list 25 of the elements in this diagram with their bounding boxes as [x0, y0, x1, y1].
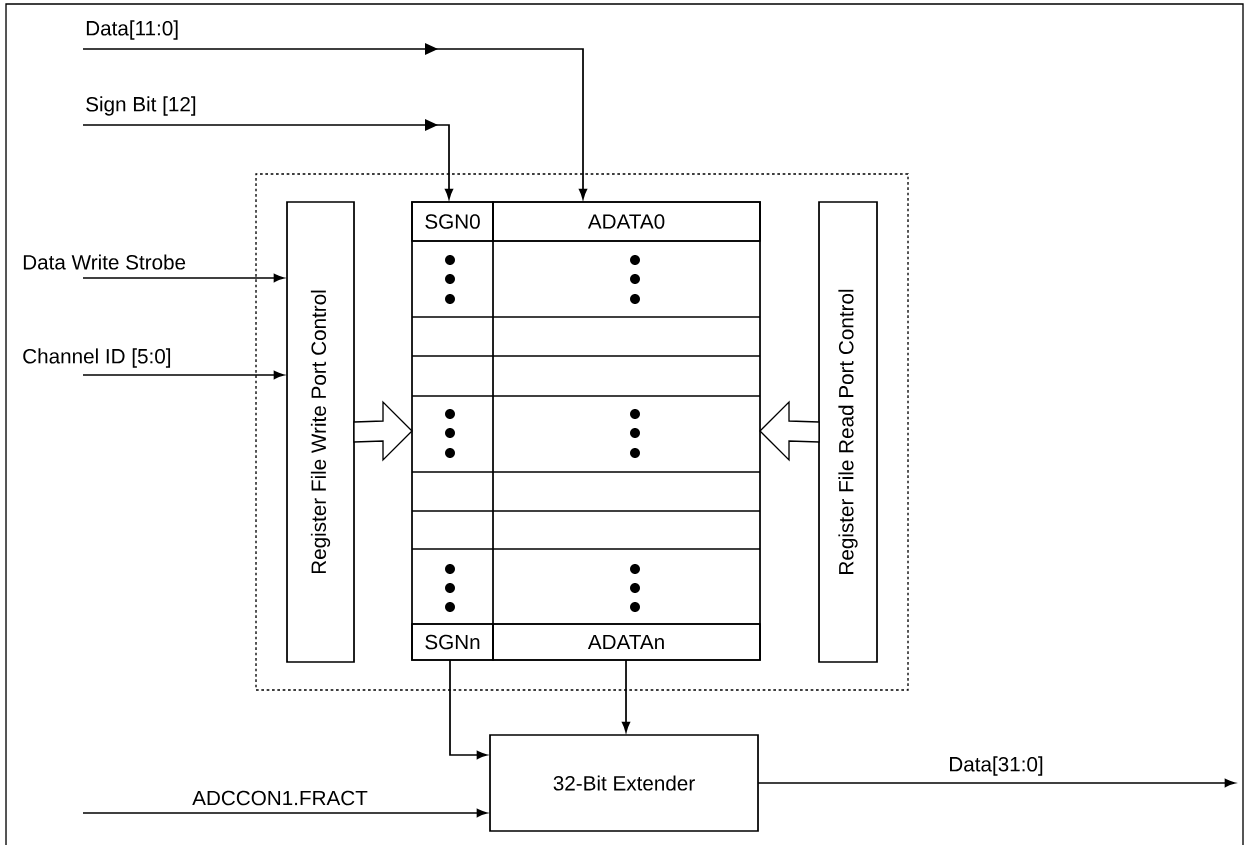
dotted-boundary	[255, 173, 909, 691]
node-label: SGN0	[425, 214, 480, 229]
signal-label: Channel ID [5:0]	[20, 347, 173, 369]
node-label: ADATAn	[587, 634, 664, 650]
hollow-arrow	[759, 400, 820, 462]
node-label: SGNn	[425, 634, 480, 650]
control-block: Register File Write Port Control	[286, 201, 355, 663]
register-table	[411, 201, 761, 661]
hollow-arrow	[353, 400, 413, 462]
control-block: Register File Read Port Control	[818, 201, 878, 663]
signal-label: Data Write Strobe	[20, 253, 188, 271]
arrow	[449, 659, 488, 760]
signal-label: Sign Bit [12]	[83, 95, 198, 117]
function-block: 32-Bit Extender	[489, 734, 759, 832]
arrow	[621, 659, 631, 733]
signal-label: Data[11:0]	[83, 19, 181, 41]
signal-label: ADCCON1.FRACT	[190, 789, 370, 807]
signal-label: Data[31:0]	[947, 755, 1045, 777]
arrow	[82, 43, 588, 200]
arrow	[757, 778, 1236, 788]
arrow	[82, 808, 488, 818]
node-label: ADATA0	[587, 214, 665, 229]
arrow	[82, 370, 285, 380]
arrow	[82, 273, 285, 283]
arrow	[82, 119, 454, 200]
